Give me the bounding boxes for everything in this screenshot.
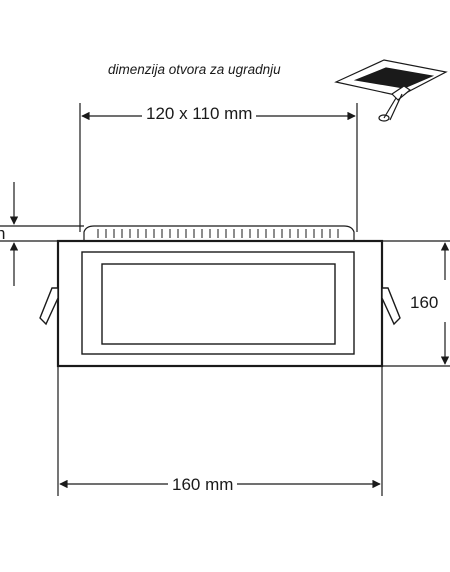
dimension-label-depth: n	[0, 224, 6, 243]
dimension-height	[382, 240, 450, 367]
housing-back	[83, 225, 355, 241]
spring-clip-left-icon	[39, 287, 59, 326]
spring-clip-right-icon	[381, 287, 401, 326]
dimension-label-height: 160	[410, 293, 439, 312]
dimension-depth	[0, 182, 84, 286]
dimension-label-width: 160 mm	[168, 475, 238, 495]
caption-cutout: dimenzija otvora za ugradnju	[108, 62, 281, 77]
heat-sink-fins	[97, 229, 339, 238]
dimension-label-cutout: 120 x 110 mm	[142, 104, 257, 124]
panel-frame	[56, 239, 384, 368]
installation-sketch-icon	[334, 59, 448, 122]
